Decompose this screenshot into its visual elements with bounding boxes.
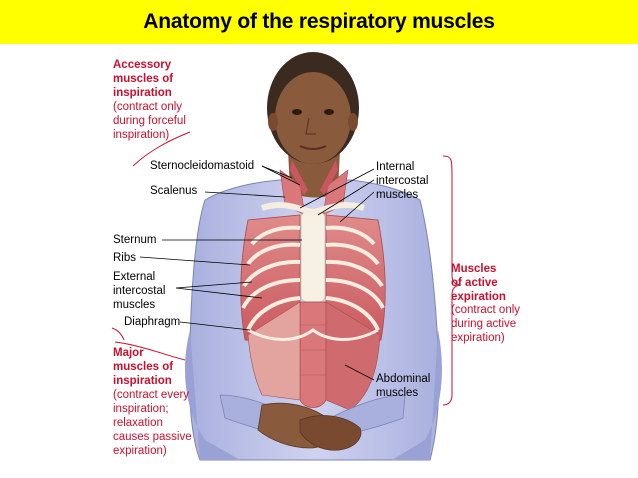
- label-diaphragm: Diaphragm: [124, 316, 181, 328]
- sternum-bone: [300, 211, 326, 303]
- page-title: Anatomy of the respiratory muscles: [143, 10, 495, 33]
- major-muscles-note: (contract every inspiration; relaxation …: [113, 389, 192, 457]
- label-sternocleidomastoid: Sternocleidomastoid: [150, 160, 255, 172]
- active-expiration-heading: Muscles of active expiration: [451, 263, 506, 303]
- abdominal-muscles: [247, 301, 381, 411]
- label-sternum: Sternum: [113, 234, 157, 246]
- group-brackets: [111, 131, 461, 406]
- accessory-muscles-heading: Accessory muscles of inspiration: [113, 59, 174, 99]
- leader-lines: [139, 165, 375, 381]
- label-ribs: Ribs: [113, 252, 137, 264]
- active-expiration-note: (contract only during active expiration): [451, 304, 521, 344]
- label-scalenus: Scalenus: [150, 185, 198, 197]
- label-internal-intercostal: Internal intercostal muscles: [376, 161, 429, 201]
- folded-arms: [219, 394, 406, 451]
- major-muscles-heading: Major muscles of inspiration: [113, 347, 174, 387]
- label-external-intercostal: External intercostal muscles: [113, 271, 166, 311]
- accessory-muscles-note: (contract only during forceful inspirati…: [113, 101, 186, 141]
- title-bar: Anatomy of the respiratory muscles: [0, 0, 638, 44]
- head: [267, 52, 359, 164]
- label-abdominal: Abdominal muscles: [376, 373, 431, 399]
